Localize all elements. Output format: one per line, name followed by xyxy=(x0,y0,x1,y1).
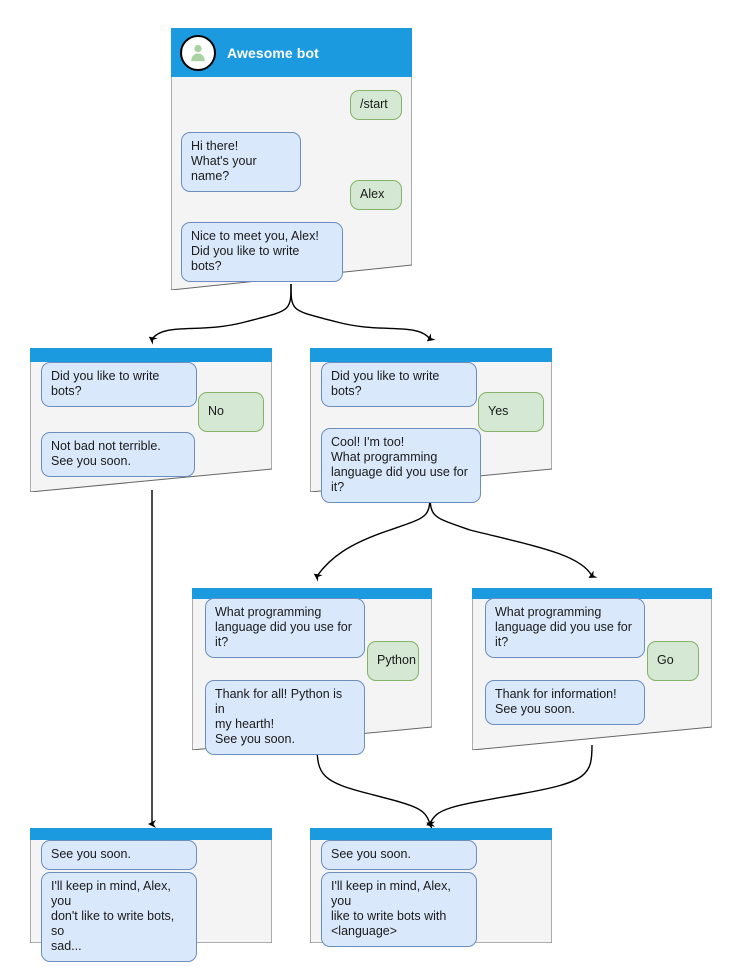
message-bubble-bot: Did you like to write bots? xyxy=(321,362,477,407)
message-bubble-bot: Thank for all! Python is in my hearth! S… xyxy=(205,680,365,755)
chat-title-root: Awesome bot xyxy=(227,44,319,61)
edge-root-to-yes xyxy=(290,283,436,342)
person-avatar-icon xyxy=(180,34,216,71)
node-go-branch[interactable]: What programming language did you use fo… xyxy=(472,588,712,750)
message-bubble-user: /start xyxy=(350,90,402,120)
message-bubble-bot: What programming language did you use fo… xyxy=(205,598,365,658)
message-bubble-user: Yes xyxy=(478,392,544,432)
message-bubble-user: No xyxy=(198,392,264,432)
message-bubble-bot: See you soon. xyxy=(321,840,477,870)
message-bubble-bot: See you soon. xyxy=(41,840,197,870)
chat-header-root: Awesome bot xyxy=(171,28,412,77)
message-bubble-user: Alex xyxy=(350,180,402,210)
message-bubble-user: Go xyxy=(647,641,699,681)
node-end-yes[interactable]: See you soon. I'll keep in mind, Alex, y… xyxy=(310,828,552,947)
edge-root-to-no xyxy=(148,283,292,345)
message-bubble-bot: Did you like to write bots? xyxy=(41,362,197,407)
message-bubble-bot: Thank for information! See you soon. xyxy=(485,680,645,725)
node-no-branch[interactable]: Did you like to write bots? No Not bad n… xyxy=(30,348,272,492)
message-bubble-bot: Not bad not terrible. See you soon. xyxy=(41,432,195,477)
node-root[interactable]: Awesome bot /start Hi there! What's your… xyxy=(171,28,412,290)
node-python-branch[interactable]: What programming language did you use fo… xyxy=(192,588,432,755)
edge-go-to-end-yes xyxy=(426,744,593,830)
message-bubble-bot: Nice to meet you, Alex! Did you like to … xyxy=(181,222,343,282)
message-bubble-bot: I'll keep in mind, Alex, you don't like … xyxy=(41,872,197,962)
message-bubble-bot: Hi there! What's your name? xyxy=(181,132,301,192)
message-bubble-bot: What programming language did you use fo… xyxy=(485,598,645,658)
node-end-no[interactable]: See you soon. I'll keep in mind, Alex, y… xyxy=(30,828,272,962)
edge-python-to-end-yes xyxy=(316,744,436,827)
message-bubble-bot: Cool! I'm too! What programming language… xyxy=(321,428,481,503)
node-yes-branch[interactable]: Did you like to write bots? Yes Cool! I'… xyxy=(310,348,552,503)
message-bubble-bot: I'll keep in mind, Alex, you like to wri… xyxy=(321,872,477,947)
message-bubble-user: Python xyxy=(367,641,419,681)
